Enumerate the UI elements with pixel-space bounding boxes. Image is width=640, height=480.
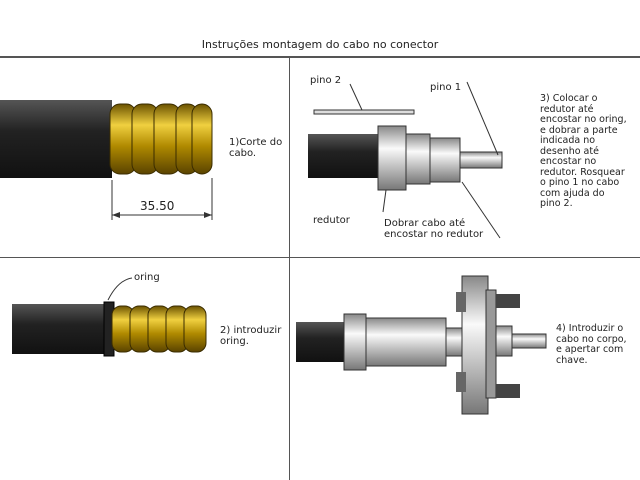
step2-instructions: 2) introduzir oring. bbox=[220, 325, 282, 347]
pino1-label: pino 1 bbox=[430, 82, 462, 93]
reducer-assembly-drawing bbox=[308, 81, 503, 239]
step3-instructions: 3) Colocar o redutor até encostar no ori… bbox=[540, 93, 627, 209]
step4-instructions: 4) Introduzir o cabo no corpo, e apertar… bbox=[556, 323, 627, 366]
step1-instructions: 1)Corte do cabo. bbox=[229, 137, 283, 159]
divider-top bbox=[0, 56, 640, 58]
oring-label: oring bbox=[134, 272, 160, 283]
bend-cable-label: Dobrar cabo até encostar no redutor bbox=[384, 218, 484, 240]
redutor-label: redutor bbox=[313, 215, 350, 226]
pino2-label: pino 2 bbox=[310, 75, 342, 86]
divider-vertical bbox=[289, 56, 290, 480]
dimension-label: 35.50 bbox=[140, 199, 175, 213]
cable-cut-drawing bbox=[0, 100, 213, 220]
page-title: Instruções montagem do cabo no conector bbox=[201, 38, 439, 51]
divider-middle bbox=[0, 257, 640, 258]
oring-drawing bbox=[12, 277, 207, 357]
connector-body-drawing bbox=[296, 275, 547, 415]
